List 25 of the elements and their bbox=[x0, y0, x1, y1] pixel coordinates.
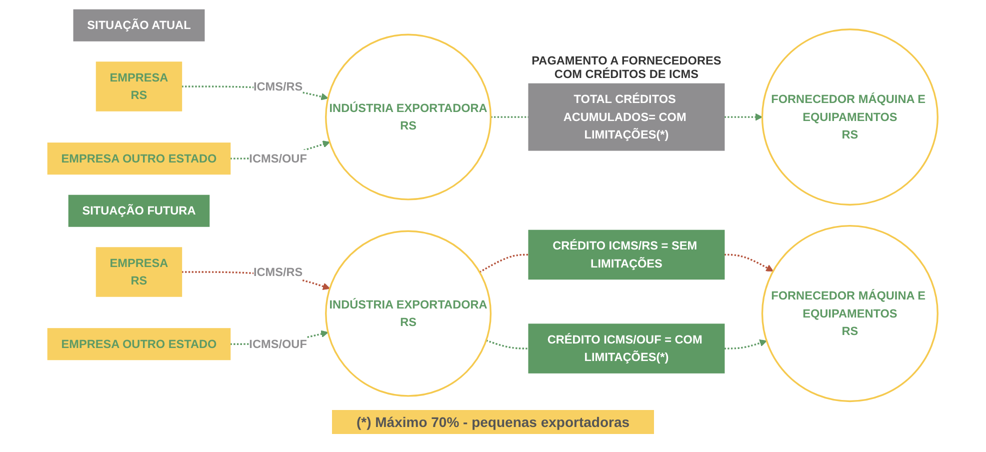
node-circle: INDÚSTRIA EXPORTADORA RS bbox=[325, 230, 492, 396]
node-box: CRÉDITO ICMS/OUF = COM LIMITAÇÕES(*) bbox=[528, 323, 726, 373]
arrow bbox=[724, 112, 763, 120]
arrow bbox=[724, 338, 768, 349]
arrow bbox=[724, 253, 774, 272]
edge-label: ICMS/OUF bbox=[249, 336, 308, 350]
caption-text: PAGAMENTO A FORNECEDORES COM CRÉDITOS DE ICMS bbox=[530, 52, 723, 80]
connector bbox=[486, 339, 529, 349]
footnote: (*) Máximo 70% - pequenas exportadoras bbox=[332, 410, 654, 434]
edge-label: ICMS/RS bbox=[254, 78, 303, 92]
node-box: EMPRESA RS bbox=[96, 246, 182, 296]
node-box: EMPRESA OUTRO ESTADO bbox=[48, 142, 231, 174]
node-box: EMPRESA OUTRO ESTADO bbox=[48, 328, 231, 360]
node-box: SITUAÇÃO ATUAL bbox=[74, 8, 206, 41]
connector bbox=[479, 253, 529, 272]
connector bbox=[491, 116, 529, 118]
node-circle: FORNECEDOR MÁQUINA E EQUIPAMENTOS RS bbox=[762, 224, 939, 402]
node-circle: INDÚSTRIA EXPORTADORA RS bbox=[325, 33, 492, 200]
node-box: EMPRESA RS bbox=[96, 61, 182, 111]
node-circle: FORNECEDOR MÁQUINA E EQUIPAMENTOS RS bbox=[762, 28, 939, 206]
edge-label: ICMS/OUF bbox=[249, 150, 308, 164]
node-box: CRÉDITO ICMS/RS = SEM LIMITAÇÕES bbox=[528, 229, 726, 280]
edge-label: ICMS/RS bbox=[254, 264, 303, 278]
node-box: TOTAL CRÉDITOS ACUMULADOS= COM LIMITAÇÕES(*) bbox=[528, 82, 726, 150]
node-box: SITUAÇÃO FUTURA bbox=[68, 194, 210, 226]
